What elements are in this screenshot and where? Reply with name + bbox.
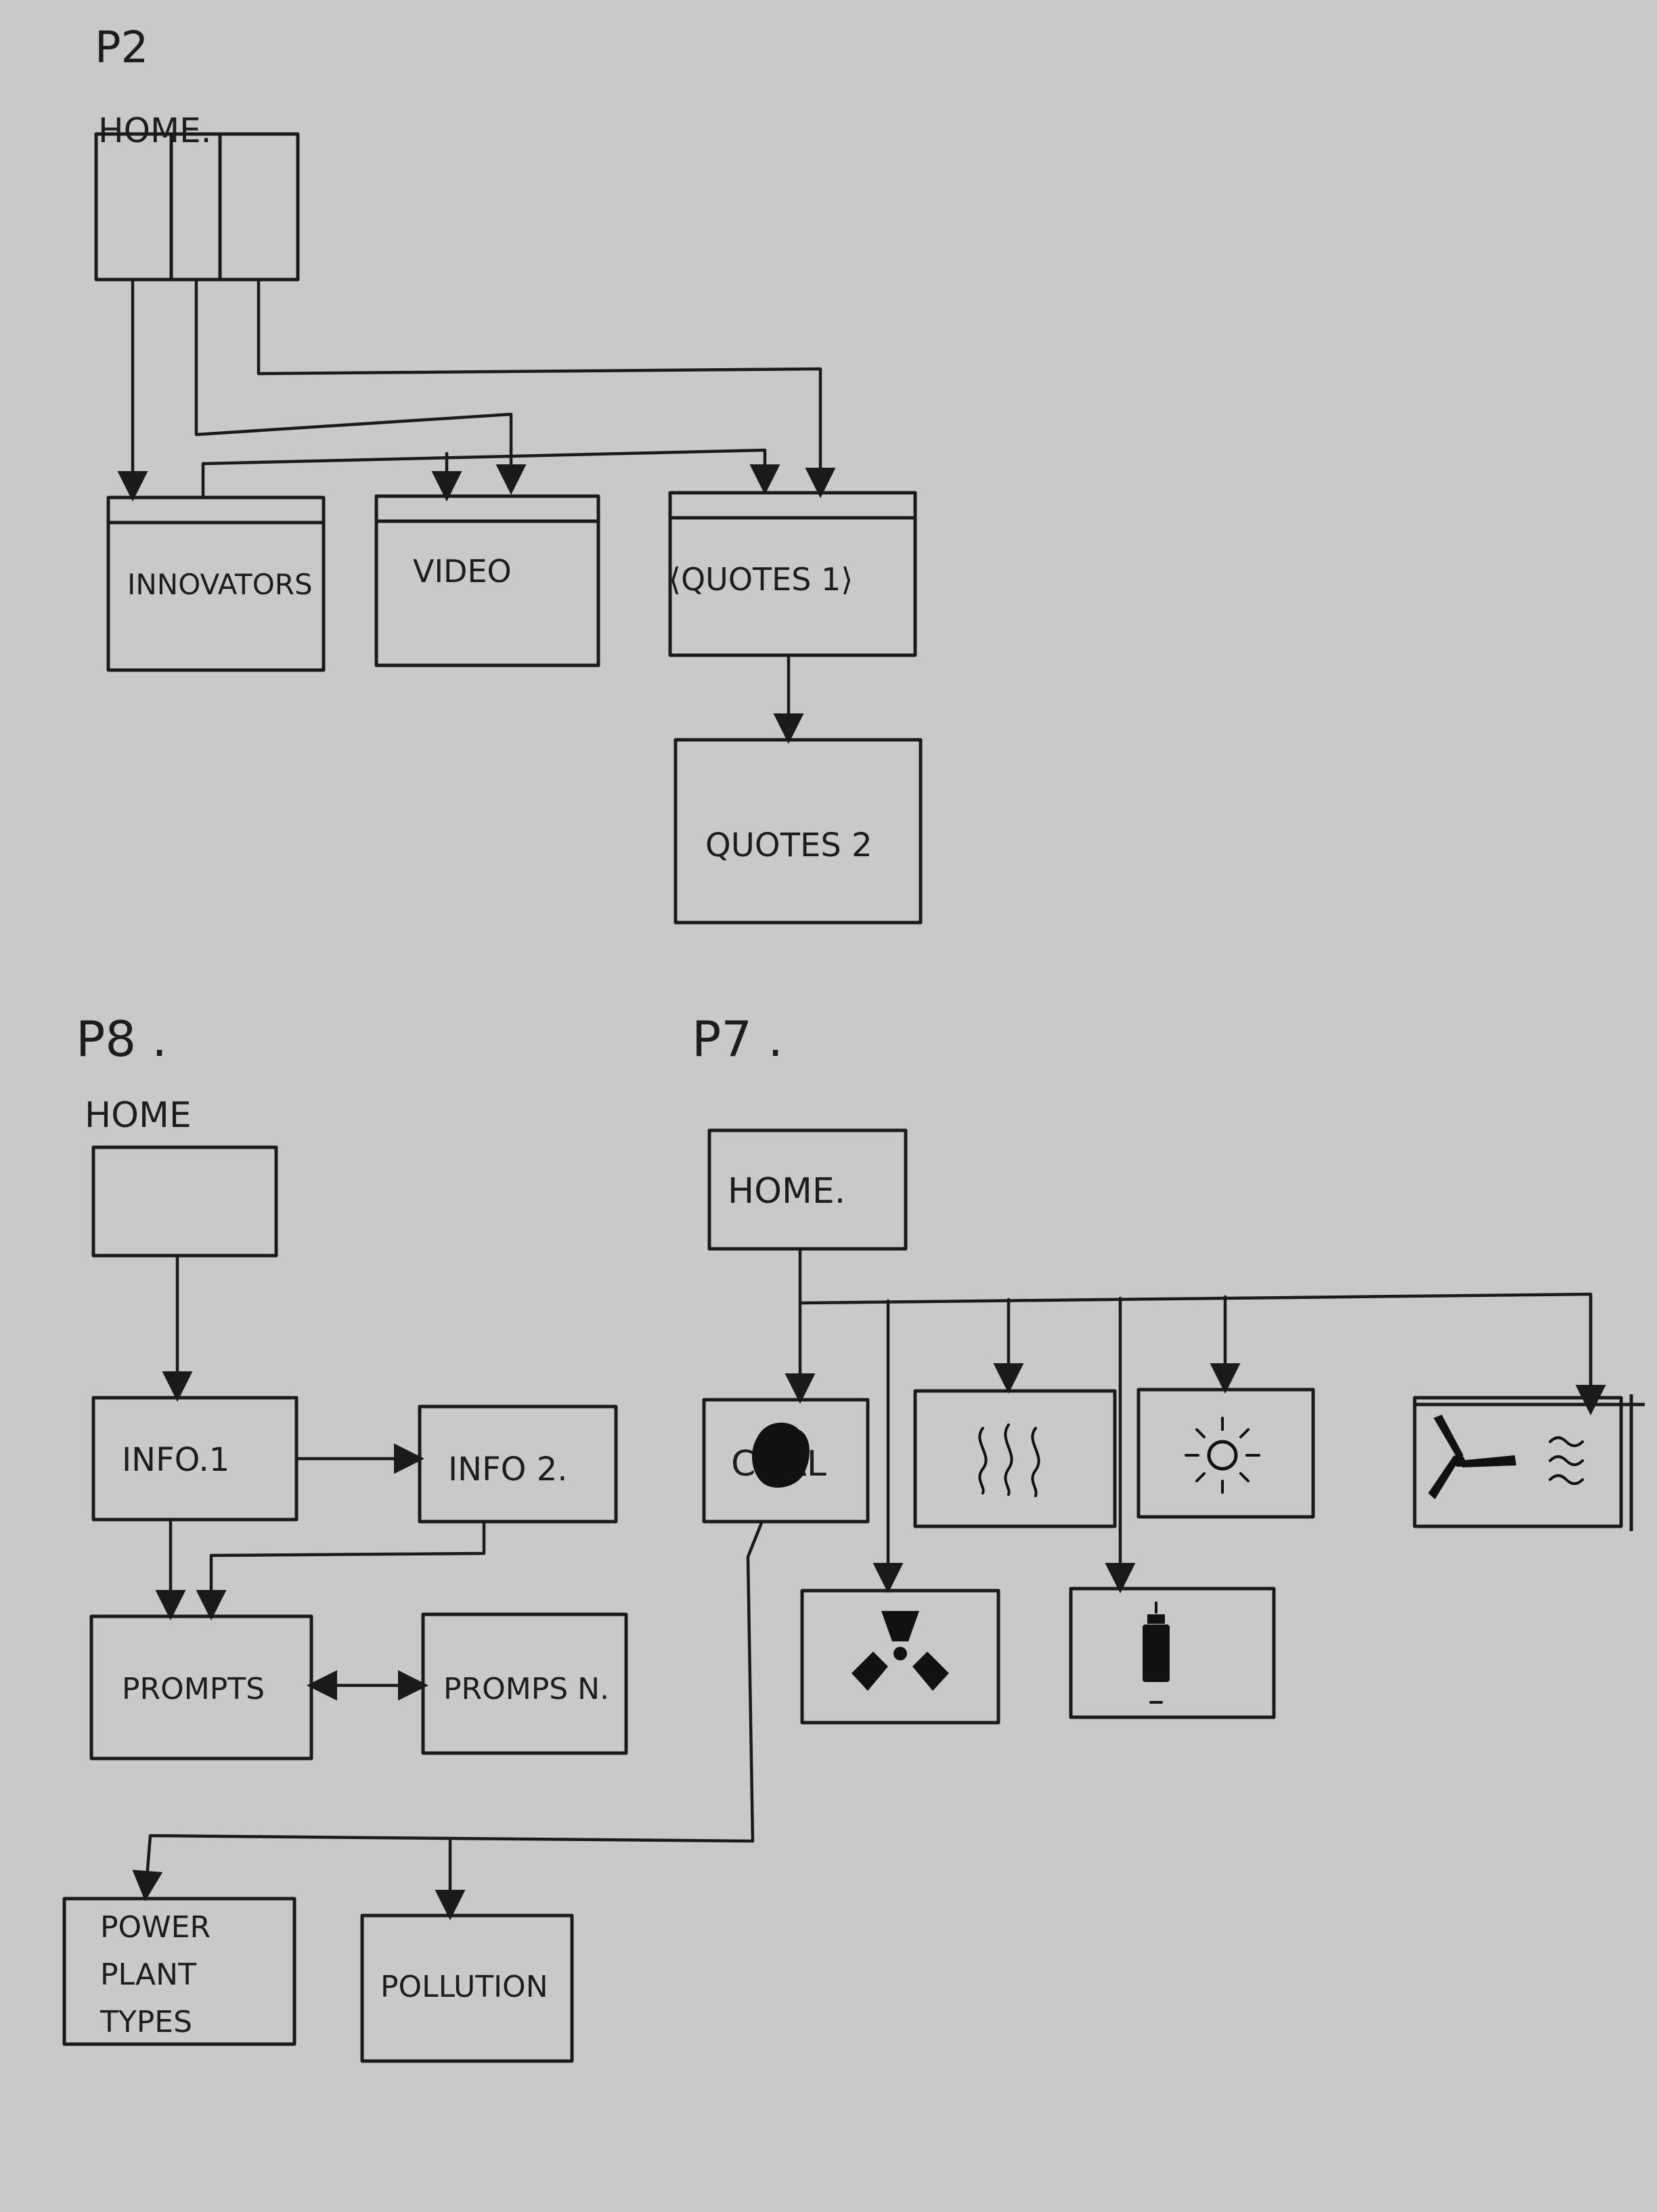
p7-home-box: HOME. <box>707 1128 908 1251</box>
prompts-n-box: PROMPS N. <box>421 1612 628 1755</box>
p2-connector-home-video <box>194 278 527 495</box>
quotes1-box: ⟨QUOTES 1⟩ <box>668 491 917 657</box>
prompts-label: PROMPTS <box>122 1672 265 1706</box>
oil-barrel-icon <box>1143 1601 1170 1704</box>
video-label: VIDEO <box>413 553 512 590</box>
pollution-label: POLLUTION <box>380 1970 548 2004</box>
section-p7: P7 . HOME. COAL <box>692 1011 1645 1725</box>
coal-lump-icon <box>752 1422 810 1488</box>
p2-connector-cross <box>201 448 780 497</box>
power-plant-types-line2: PLANT <box>100 1957 196 1992</box>
info2-label: INFO 2. <box>448 1451 568 1488</box>
power-plant-types-line3: TYPES <box>100 2005 192 2039</box>
video-box: VIDEO <box>374 494 600 667</box>
prompts-n-label: PROMPS N. <box>443 1672 609 1706</box>
oil-box <box>1069 1587 1276 1719</box>
solar-box <box>1136 1388 1315 1519</box>
svg-text:POWER PLANT TY: POWER PLANT TYPES <box>100 1910 220 2039</box>
nuclear-box <box>800 1589 1000 1725</box>
p8-connector-info2-prompts <box>196 1520 486 1620</box>
p2-connector-home-quotes <box>257 278 836 498</box>
innovators-label: INNOVATORS <box>127 568 313 601</box>
section-p8: P8 . HOME INFO.1 INFO 2. PROMPTS PROMPS … <box>62 1011 764 2063</box>
quotes2-label: QUOTES 2 <box>705 826 872 864</box>
p7-home-label: HOME. <box>728 1171 845 1212</box>
coal-box: COAL <box>702 1398 870 1524</box>
prompts-box: PROMPTS <box>89 1614 313 1761</box>
power-plant-types-box: POWER PLANT TYPES <box>62 1897 296 2046</box>
wind-turbine-icon <box>1428 1415 1516 1499</box>
info1-label: INFO.1 <box>122 1441 229 1479</box>
wind-box <box>1413 1394 1645 1531</box>
quotes1-label: ⟨QUOTES 1⟩ <box>669 561 853 598</box>
p7-section-label: P7 . <box>692 1011 783 1067</box>
p8-connector-coal-power-plant-types <box>132 1521 764 1901</box>
p7-connector-bus <box>798 1247 1593 1413</box>
steam-box <box>913 1389 1117 1528</box>
radiation-icon <box>852 1611 949 1691</box>
power-plant-types-line1: POWER <box>100 1910 211 1945</box>
pollution-box: POLLUTION <box>360 1914 574 2063</box>
p8-section-label: P8 . <box>76 1011 167 1067</box>
p8-home-box <box>91 1145 278 1258</box>
p2-section-label: P2 <box>95 23 148 73</box>
section-p2: P2 HOME. INNOVATORS VIDEO <box>94 23 923 925</box>
steam-icon <box>978 1423 1040 1497</box>
p2-home-label: HOME. <box>98 111 212 150</box>
info2-box: INFO 2. <box>418 1404 618 1524</box>
info1-box: INFO.1 <box>91 1396 299 1522</box>
waves-icon <box>1549 1436 1584 1485</box>
p8-home-label: HOME <box>85 1095 192 1136</box>
quotes2-box: QUOTES 2 <box>673 738 923 925</box>
p2-home-box <box>94 132 300 282</box>
sun-icon <box>1185 1417 1260 1494</box>
innovators-box: INNOVATORS <box>106 495 326 672</box>
